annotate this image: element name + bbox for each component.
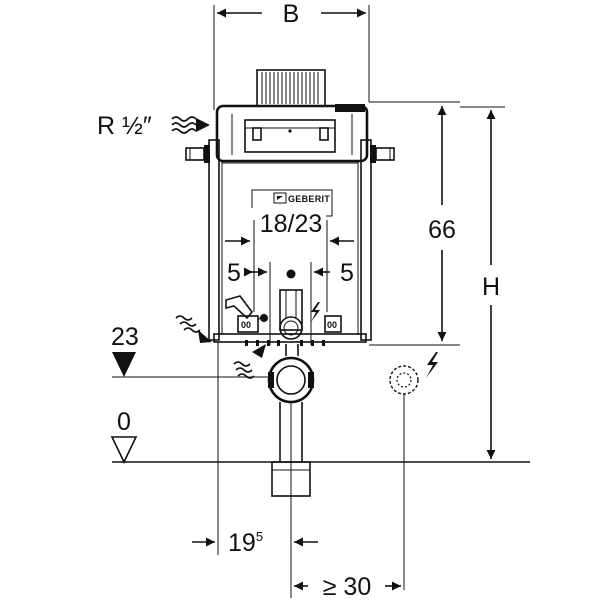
dimension-b: B xyxy=(213,0,370,110)
frame-height-label: 66 xyxy=(428,216,456,244)
cistern-head xyxy=(215,104,369,163)
drain-water-indicator xyxy=(175,315,266,379)
water-wave-icon xyxy=(175,315,201,333)
water-wave-icon xyxy=(171,116,197,134)
dimension-h: H xyxy=(460,106,506,459)
supply-connection: R ½″ xyxy=(97,112,210,140)
supply-connection-label: R ½″ xyxy=(97,112,152,140)
dimension-h-label: H xyxy=(482,273,500,301)
dimension-min-distance: ≥ 30 xyxy=(290,555,401,600)
flush-actuator xyxy=(256,69,326,107)
frame xyxy=(185,139,395,341)
min-distance-label: ≥ 30 xyxy=(323,573,371,600)
level-triangle-icon xyxy=(110,436,138,464)
svg-text:00: 00 xyxy=(327,320,337,330)
lightning-icon xyxy=(311,302,320,322)
drain-level-label: 23 xyxy=(111,323,139,351)
lower-fittings: 00 00 xyxy=(213,289,367,346)
lightning-icon xyxy=(426,352,438,378)
svg-text:00: 00 xyxy=(241,320,251,330)
drain-level-marker: 23 xyxy=(111,323,268,378)
level-triangle-icon xyxy=(112,352,136,377)
dimension-b-label: B xyxy=(283,0,300,28)
dimension-offsets: 5 5 xyxy=(227,259,354,345)
socket-icon xyxy=(389,352,438,590)
dimension-wall-offset: 195 xyxy=(192,342,318,557)
flush-opening-label: 18/23 xyxy=(260,210,323,238)
wall-offset-label: 195 xyxy=(228,529,263,557)
left-offset-label: 5 xyxy=(227,259,241,287)
floor-level-marker: 0 xyxy=(110,408,138,464)
floor-level-label: 0 xyxy=(117,408,131,436)
dimension-frame-height: 66 xyxy=(369,101,464,346)
water-wave-icon xyxy=(233,361,255,379)
brand-logo: GEBERIT xyxy=(288,194,330,204)
dimension-flush-opening: 18/23 xyxy=(225,208,354,312)
right-offset-label: 5 xyxy=(340,259,354,287)
